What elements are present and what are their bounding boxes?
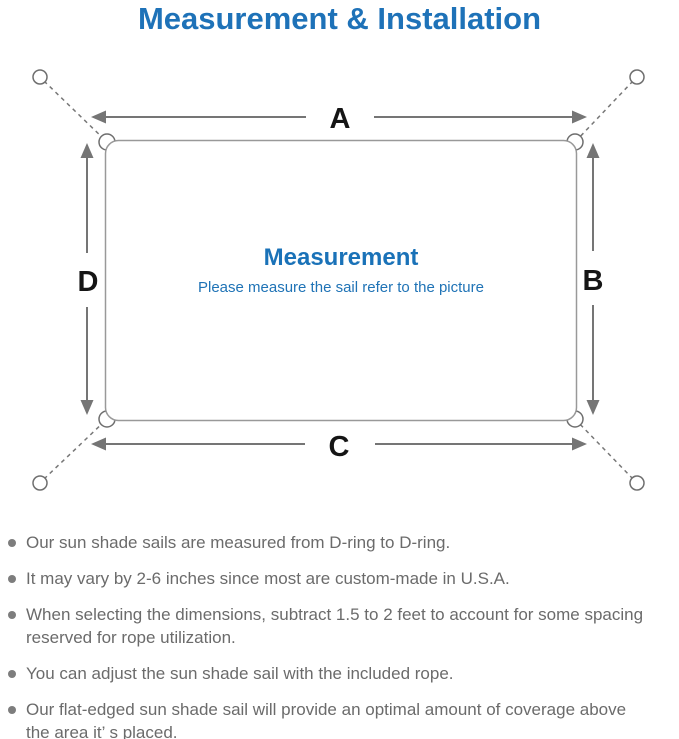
bullet-dot-icon: [8, 611, 16, 619]
list-item-text: When selecting the dimensions, subtract …: [26, 603, 643, 649]
bullet-dot-icon: [8, 575, 16, 583]
arrow-d-top-head-icon: [80, 143, 94, 158]
label-side-a: A: [330, 103, 351, 135]
list-item-text: It may vary by 2-6 inches since most are…: [26, 567, 510, 590]
anchor-bottom-right-icon: [629, 475, 645, 491]
bullet-dot-icon: [8, 670, 16, 678]
list-item-text: You can adjust the sun shade sail with t…: [26, 662, 454, 685]
rope-top-left: [43, 80, 108, 143]
arrow-b-bottom-head-icon: [586, 400, 600, 415]
list-item-text: Our flat-edged sun shade sail will provi…: [26, 698, 626, 739]
arrow-c-left-head-icon: [91, 437, 106, 451]
corner-ropes: [43, 80, 634, 480]
anchor-top-right-icon: [629, 69, 645, 85]
list-item-line: reserved for rope utilization.: [26, 628, 236, 647]
dimension-arrows: [80, 110, 600, 451]
arrow-b-top-head-icon: [586, 143, 600, 158]
arrow-a-left-head-icon: [91, 110, 106, 124]
instruction-list: Our sun shade sails are measured from D-…: [8, 531, 673, 739]
sail-measurement-diagram: A B C D: [32, 69, 645, 491]
rope-bottom-left: [43, 418, 108, 480]
dimension-labels: A B C D: [78, 103, 604, 463]
list-item-line: Our flat-edged sun shade sail will provi…: [26, 700, 627, 719]
bullet-dot-icon: [8, 706, 16, 714]
diagram-heading: Measurement: [263, 244, 419, 271]
anchor-points: [32, 69, 645, 491]
diagram-note: Please measure the sail refer to the pic…: [198, 279, 484, 296]
bullet-dot-icon: [8, 539, 16, 547]
list-item-text: Our sun shade sails are measured from D-…: [26, 531, 450, 554]
list-item: Our sun shade sails are measured from D-…: [8, 531, 673, 554]
arrow-a-right-head-icon: [572, 110, 587, 124]
label-side-c: C: [329, 431, 350, 463]
label-side-d: D: [78, 266, 99, 298]
arrow-c-right-head-icon: [572, 437, 587, 451]
label-side-b: B: [583, 265, 604, 297]
anchor-top-left-icon: [32, 69, 48, 85]
list-item: You can adjust the sun shade sail with t…: [8, 662, 673, 685]
list-item: It may vary by 2-6 inches since most are…: [8, 567, 673, 590]
list-item: When selecting the dimensions, subtract …: [8, 603, 673, 649]
list-item-line: the area it’ s placed.: [26, 723, 178, 739]
list-item-line: When selecting the dimensions, subtract …: [26, 605, 644, 624]
sail-rectangle: [104, 139, 578, 422]
list-item: Our flat-edged sun shade sail will provi…: [8, 698, 673, 739]
page-title: Measurement & Installation: [137, 1, 542, 36]
list-item-line: It may vary by 2-6 inches since most are…: [26, 569, 510, 588]
list-item-line: You can adjust the sun shade sail with t…: [26, 664, 454, 683]
rope-bottom-right: [574, 418, 634, 480]
list-item-line: Our sun shade sails are measured from D-…: [26, 533, 451, 552]
anchor-bottom-left-icon: [32, 475, 48, 491]
rope-top-right: [574, 80, 634, 143]
arrow-d-bottom-head-icon: [80, 400, 94, 415]
